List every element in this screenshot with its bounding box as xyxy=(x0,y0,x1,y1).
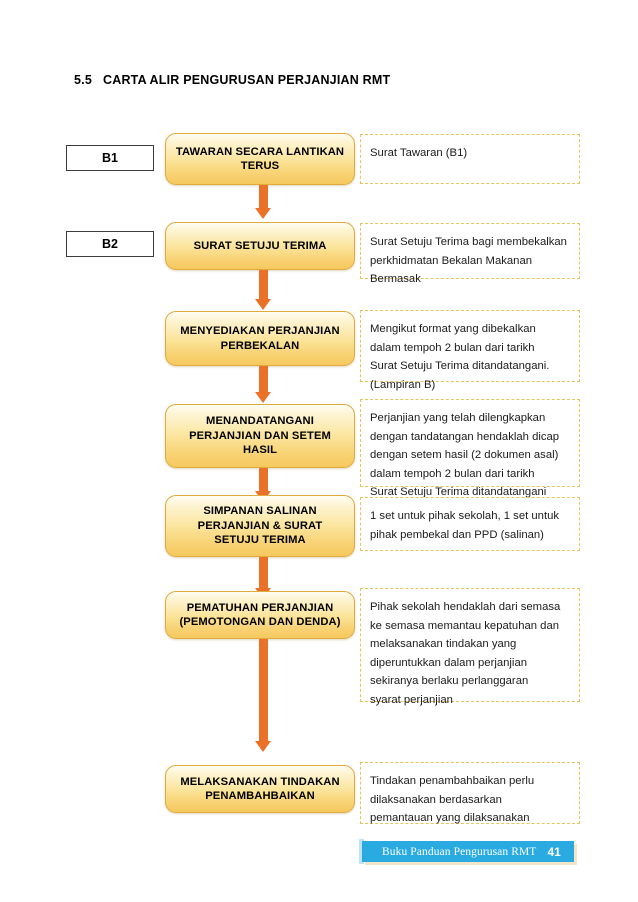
reference-tag-b1: B1 xyxy=(66,145,154,171)
process-box-step-3-label: MENYEDIAKAN PERJANJIAN PERBEKALAN xyxy=(180,325,340,352)
note-box-step-5: 1 set untuk pihak sekolah, 1 set untuk p… xyxy=(360,497,580,551)
arrow-shaft xyxy=(259,468,268,492)
process-box-step-7: MELAKSANAKAN TINDAKAN PENAMBAHBAIKAN xyxy=(165,765,355,813)
arrow-connector-1-to-2 xyxy=(255,185,271,219)
note-box-step-6: Pihak sekolah hendaklah dari semasa ke s… xyxy=(360,588,580,706)
arrow-head-icon xyxy=(255,299,271,310)
footer-accent-bar xyxy=(359,839,364,864)
process-box-step-4: MENANDATANGANI PERJANJIAN DAN SETEM HASI… xyxy=(165,404,355,468)
arrow-connector-6-to-7 xyxy=(255,639,271,752)
arrow-shaft xyxy=(259,270,268,300)
note-box-step-2: Surat Setuju Terima bagi membekalkan per… xyxy=(360,223,580,285)
note-box-step-3-text: Mengikut format yang dibekalkan dalam te… xyxy=(370,323,550,391)
footer-title: Buku Panduan Pengurusan RMT xyxy=(382,845,537,858)
note-box-step-3: Mengikut format yang dibekalkan dalam te… xyxy=(360,310,580,391)
arrow-shaft xyxy=(259,639,268,742)
process-box-step-2: SURAT SETUJU TERIMA xyxy=(165,222,355,270)
note-box-step-2-text: Surat Setuju Terima bagi membekalkan per… xyxy=(370,236,567,285)
note-box-step-6-text: Pihak sekolah hendaklah dari semasa ke s… xyxy=(370,601,561,706)
reference-tag-b2-label: B2 xyxy=(102,237,118,251)
page-title: 5.5 CARTA ALIR PENGURUSAN PERJANJIAN RMT xyxy=(74,73,391,87)
arrow-shaft xyxy=(259,557,268,589)
arrow-head-icon xyxy=(255,208,271,219)
arrow-connector-2-to-3 xyxy=(255,270,271,310)
arrow-shaft xyxy=(259,366,268,393)
process-box-step-4-label: MENANDATANGANI PERJANJIAN DAN SETEM HASI… xyxy=(189,415,331,457)
note-box-step-7: Tindakan penambahbaikan perlu dilaksanak… xyxy=(360,762,580,824)
process-box-step-7-label: MELAKSANAKAN TINDAKAN PENAMBAHBAIKAN xyxy=(180,775,340,803)
note-box-step-7-text: Tindakan penambahbaikan perlu dilaksanak… xyxy=(370,775,535,824)
arrow-head-icon xyxy=(255,741,271,752)
footer-banner: Buku Panduan Pengurusan RMT 41 xyxy=(362,841,574,862)
process-box-step-6-label: PEMATUHAN PERJANJIAN (PEMOTONGAN DAN DEN… xyxy=(179,601,341,629)
process-box-step-1: TAWARAN SECARA LANTIKAN TERUS xyxy=(165,133,355,185)
process-box-step-5-label: SIMPANAN SALINAN PERJANJIAN & SURAT SETU… xyxy=(197,505,323,547)
footer-page-number: 41 xyxy=(547,844,561,859)
process-box-step-5: SIMPANAN SALINAN PERJANJIAN & SURAT SETU… xyxy=(165,495,355,557)
note-box-step-1-text: Surat Tawaran (B1) xyxy=(370,147,468,159)
arrow-head-icon xyxy=(255,392,271,403)
reference-tag-b2: B2 xyxy=(66,231,154,257)
note-box-step-5-text: 1 set untuk pihak sekolah, 1 set untuk p… xyxy=(370,510,560,541)
process-box-step-1-label: TAWARAN SECARA LANTIKAN TERUS xyxy=(175,145,345,173)
arrow-shaft xyxy=(259,185,268,209)
arrow-connector-3-to-4 xyxy=(255,366,271,403)
note-box-step-4: Perjanjian yang telah dilengkapkan denga… xyxy=(360,399,580,498)
note-box-step-1: Surat Tawaran (B1) xyxy=(360,134,580,184)
note-box-step-4-text: Perjanjian yang telah dilengkapkan denga… xyxy=(370,412,560,498)
process-box-step-6: PEMATUHAN PERJANJIAN (PEMOTONGAN DAN DEN… xyxy=(165,591,355,639)
reference-tag-b1-label: B1 xyxy=(102,151,118,165)
process-box-step-3: MENYEDIAKAN PERJANJIAN PERBEKALAN xyxy=(165,311,355,366)
process-box-step-2-label: SURAT SETUJU TERIMA xyxy=(193,239,327,252)
